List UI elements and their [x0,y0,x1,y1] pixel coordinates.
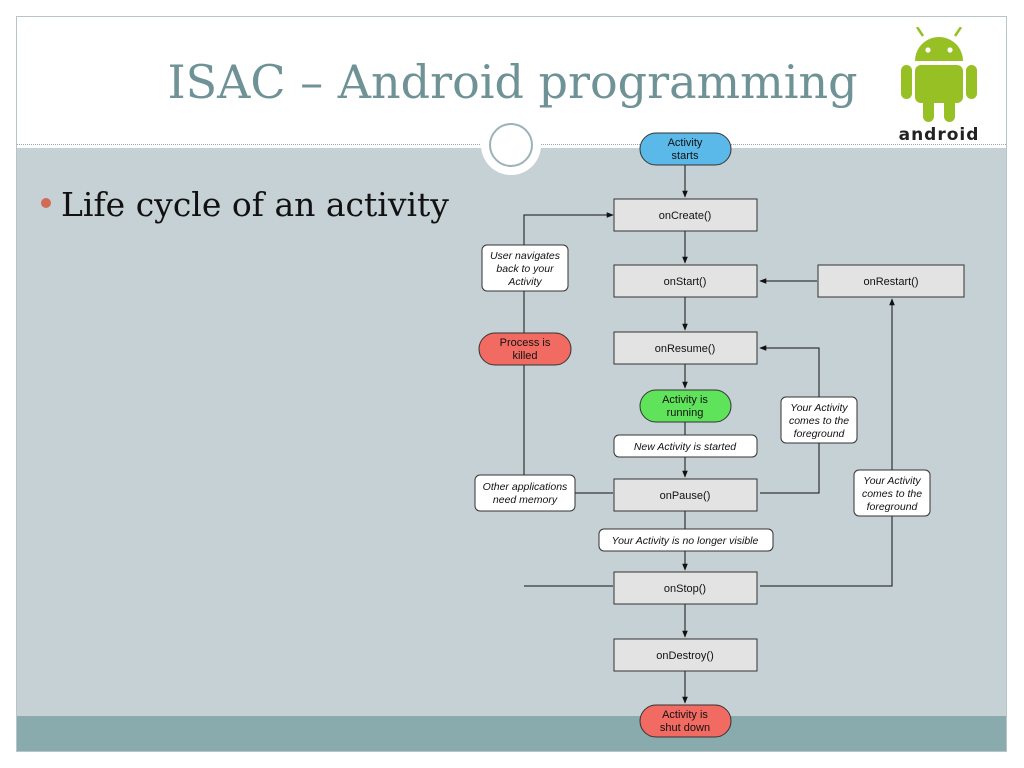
bullet-dot-icon [41,198,51,208]
bullet-text: Life cycle of an activity [61,185,449,224]
note-line: comes to the [789,415,849,427]
state-activity-shut-down: Activity is shut down [639,704,732,738]
note-comes-to-foreground-restart: Your Activity comes to the foreground [853,469,931,517]
method-label: onStart() [664,276,707,288]
method-on-pause: onPause() [613,478,758,512]
footer-band [17,716,1006,751]
state-label: starts [672,150,699,162]
state-label: shut down [660,722,710,734]
state-activity-running: Activity is running [639,389,732,423]
note-line: Activity [507,276,542,288]
state-process-killed: Process is killed [478,332,572,366]
edge-stop-to-restart [760,298,895,587]
note-new-activity-started: New Activity is started [613,434,758,458]
note-line: back to your [496,263,554,275]
state-label: killed [512,350,537,362]
state-pill [639,704,732,738]
note-other-apps-need-memory: Other applications need memory [474,474,576,512]
state-label: Process is [500,337,551,349]
divider-ring-icon [481,115,541,175]
android-logo: android [881,26,997,145]
method-on-restart: onRestart() [817,264,965,298]
note-line: need memory [493,494,558,506]
state-label: running [667,407,704,419]
slide-title: ISAC – Android programming [167,55,858,109]
method-on-stop: onStop() [613,571,758,605]
state-pill [639,132,732,166]
slide: ISAC – Android programming Life cycle of… [16,16,1007,752]
edge-killed-to-create [523,212,614,335]
note-line: User navigates [490,250,561,262]
method-on-create: onCreate() [613,198,758,232]
note-user-navigates-back: User navigates back to your Activity [481,244,569,292]
state-label: Activity is [662,394,708,406]
method-on-destroy: onDestroy() [613,638,758,672]
note-line: Your Activity [790,402,848,414]
edge-pause-to-killed [521,358,613,494]
note-line: foreground [794,428,846,440]
state-activity-starts: Activity starts [639,132,732,166]
bullet-item: Life cycle of an activity [41,185,449,224]
android-robot-icon [901,26,977,122]
method-label: onRestart() [863,276,918,288]
note-line: Your Activity [863,475,921,487]
method-label: onResume() [655,343,716,355]
method-label: onDestroy() [656,650,713,662]
note-line: Your Activity is no longer visible [612,535,759,547]
state-pill [478,332,572,366]
method-label: onStop() [664,583,706,595]
note-line: New Activity is started [634,441,737,453]
method-on-resume: onResume() [613,331,758,365]
lifecycle-diagram: User navigates back to your Activity Oth… [474,132,965,738]
note-line: foreground [867,501,919,513]
state-pill [639,389,732,423]
method-label: onPause() [660,490,711,502]
note-line: comes to the [862,488,922,500]
android-wordmark: android [898,125,980,145]
method-on-start: onStart() [613,264,758,298]
note-comes-to-foreground-resume: Your Activity comes to the foreground [780,396,858,444]
note-line: Other applications [483,481,568,493]
state-label: Activity is [662,709,708,721]
note-no-longer-visible: Your Activity is no longer visible [598,528,774,552]
method-label: onCreate() [659,210,712,222]
state-label: Activity [668,137,703,149]
